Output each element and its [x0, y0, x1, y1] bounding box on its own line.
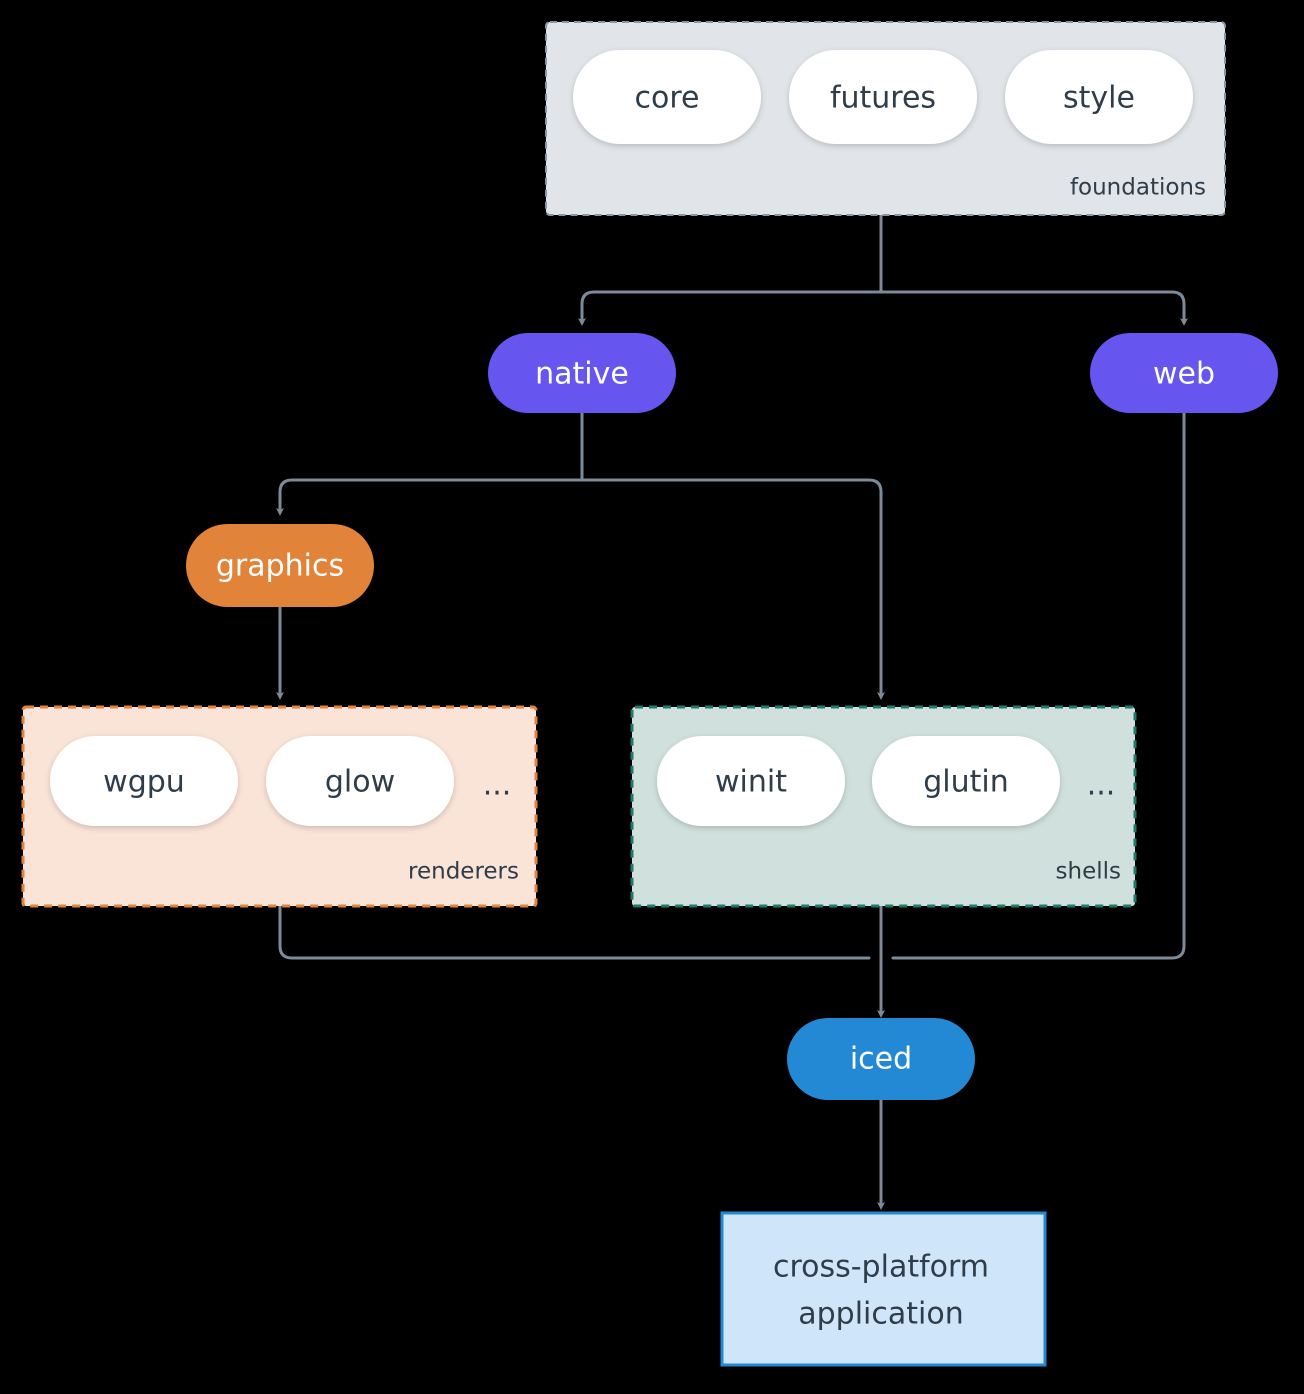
shells-ellipsis: ...	[1087, 768, 1116, 803]
style-pill-shape	[1005, 50, 1193, 144]
node-web[interactable]: web	[1090, 333, 1278, 413]
shells-item-glutin[interactable]: glutin	[872, 736, 1060, 826]
web-label: web	[1153, 357, 1215, 392]
edge-foundations-to-web	[879, 290, 1188, 326]
node-graphics[interactable]: graphics	[186, 524, 374, 607]
foundations-item-core[interactable]: core	[573, 50, 761, 144]
renderers-ellipsis: ...	[483, 768, 512, 803]
futures-label: futures	[830, 81, 936, 116]
foundations-item-style[interactable]: style	[1005, 50, 1193, 144]
renderers-item-wgpu[interactable]: wgpu	[50, 736, 238, 826]
native-pill-shape	[488, 333, 676, 413]
node-iced[interactable]: iced	[787, 1018, 975, 1100]
core-label: core	[635, 81, 700, 116]
wgpu-label: wgpu	[103, 765, 185, 800]
iced-label: iced	[850, 1042, 912, 1077]
group-foundations[interactable]: core futures style foundations	[545, 21, 1226, 216]
core-pill-shape	[573, 50, 761, 144]
edge-native-to-shells	[580, 478, 885, 700]
edge-foundations-to-native	[578, 290, 883, 326]
edge-renderers-to-iced	[278, 904, 871, 960]
graphics-label: graphics	[216, 549, 344, 584]
edge-native-to-graphics	[276, 478, 584, 516]
futures-pill-shape	[789, 50, 977, 144]
winit-pill-shape	[657, 736, 845, 826]
renderers-caption: renderers	[408, 859, 519, 885]
group-renderers[interactable]: wgpu glow ... renderers	[21, 705, 538, 908]
group-shells[interactable]: winit glutin ... shells	[630, 705, 1137, 908]
application-label-line2: application	[798, 1297, 963, 1332]
glutin-label: glutin	[923, 765, 1009, 800]
winit-label: winit	[715, 765, 787, 800]
web-pill-shape	[1090, 333, 1278, 413]
glow-label: glow	[325, 765, 395, 800]
renderers-item-glow[interactable]: glow	[266, 736, 454, 826]
node-native[interactable]: native	[488, 333, 676, 413]
edges-layer	[276, 213, 1188, 1210]
application-box-shape	[720, 1211, 1047, 1367]
style-label: style	[1063, 81, 1135, 116]
glow-pill-shape	[266, 736, 454, 826]
foundations-caption: foundations	[1070, 175, 1206, 201]
graphics-pill-shape	[186, 524, 374, 607]
iced-pill-shape	[787, 1018, 975, 1100]
foundations-item-futures[interactable]: futures	[789, 50, 977, 144]
shells-item-winit[interactable]: winit	[657, 736, 845, 826]
wgpu-pill-shape	[50, 736, 238, 826]
native-label: native	[535, 357, 629, 392]
application-label-line1: cross-platform	[773, 1250, 989, 1285]
glutin-pill-shape	[872, 736, 1060, 826]
shells-caption: shells	[1056, 859, 1121, 885]
node-cross-platform-application[interactable]: cross-platform application	[720, 1211, 1047, 1367]
edge-web-to-iced	[891, 411, 1186, 960]
